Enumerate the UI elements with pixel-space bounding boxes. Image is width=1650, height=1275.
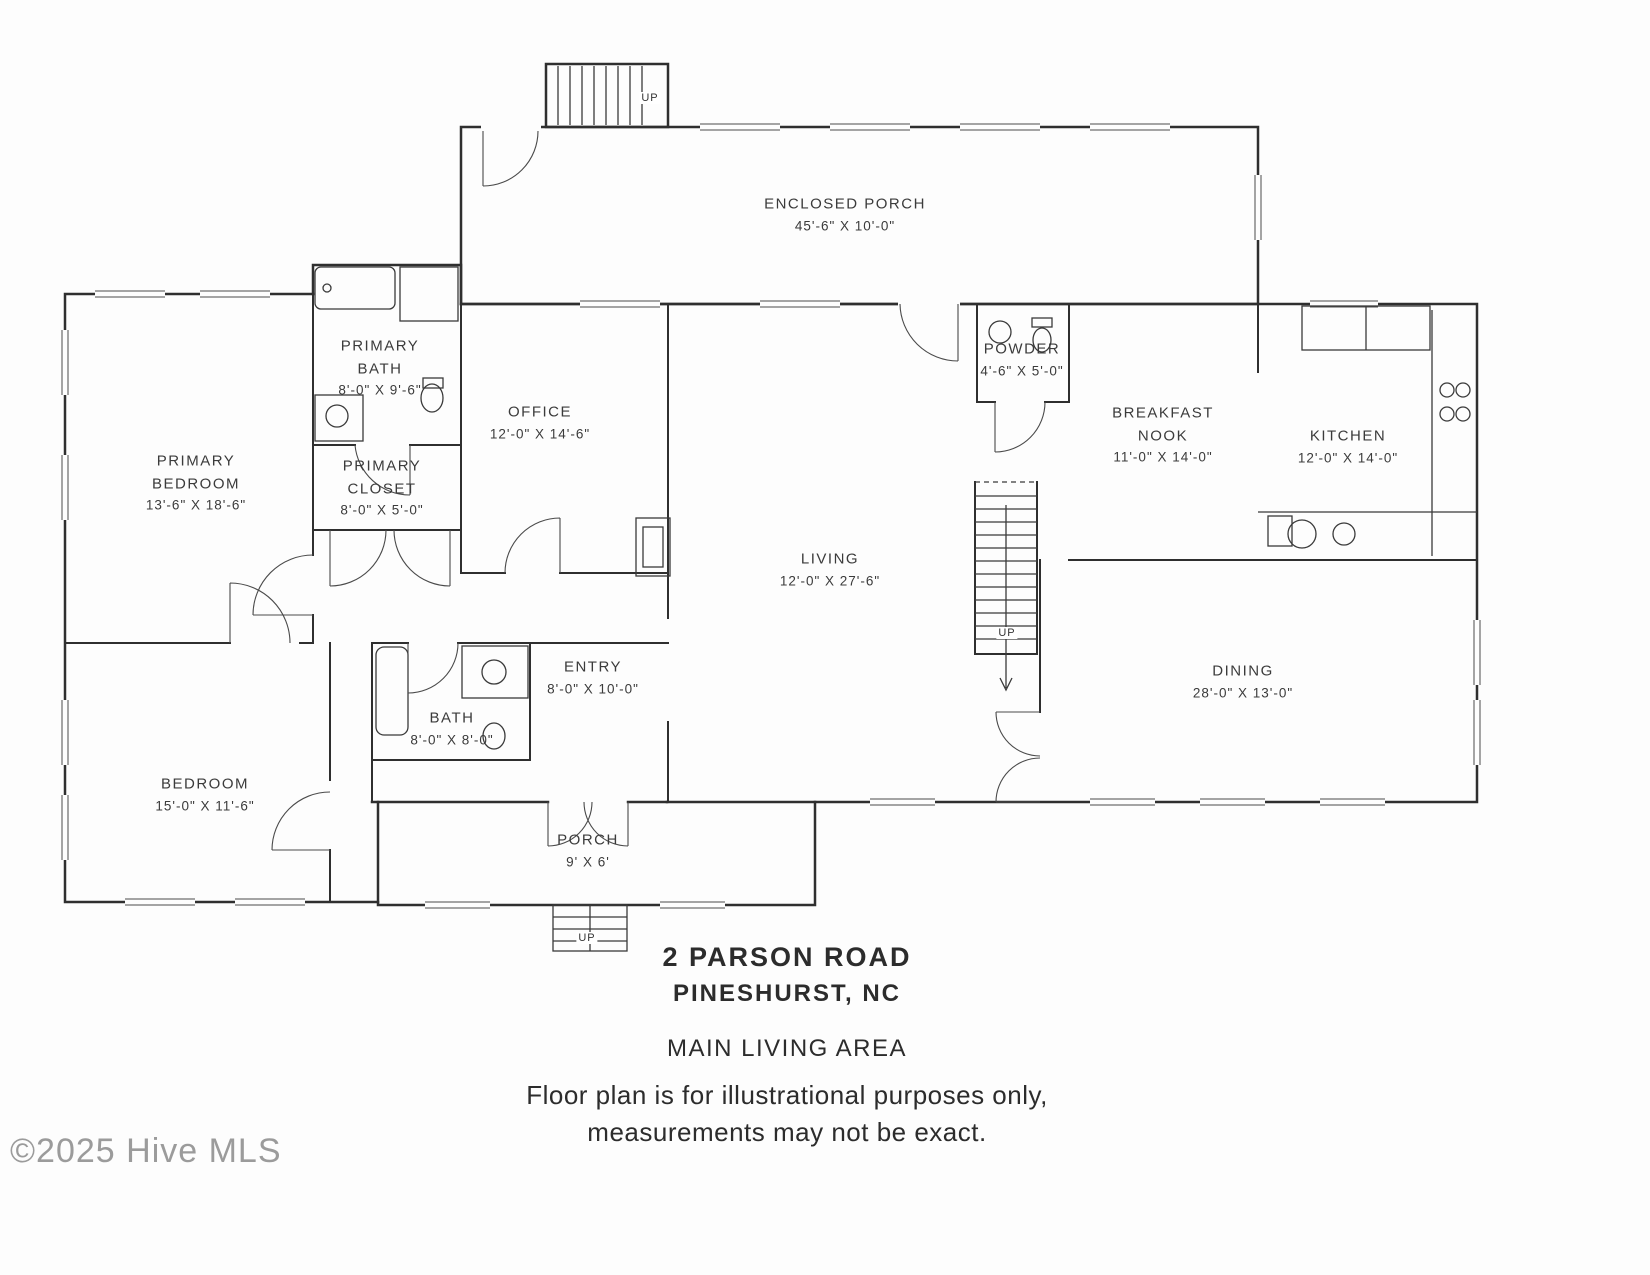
room-dims: 8'-0" X 10'-0" xyxy=(547,681,639,697)
room-name: LIVING xyxy=(800,550,860,568)
room-label-office: OFFICE 12'-0" X 14'-6" xyxy=(490,402,590,445)
room-label-living: LIVING 12'-0" X 27'-6" xyxy=(780,549,880,592)
room-dims: 45'-6" X 10'-0" xyxy=(794,218,896,234)
room-dims: 9' X 6' xyxy=(566,854,610,870)
room-name: ENTRY xyxy=(563,658,623,676)
stairs-up-label-bottom: UP xyxy=(576,932,598,944)
room-label-breakfast-nook: BREAKFAST NOOK 11'-0" X 14'-0" xyxy=(1093,402,1233,467)
room-name: DINING xyxy=(1212,662,1274,680)
stairs-up-label-top: UP xyxy=(639,92,661,104)
stairs-up-label-middle: UP xyxy=(996,627,1018,639)
room-dims: 8'-0" X 5'-0" xyxy=(340,502,424,518)
room-label-enclosed-porch: ENCLOSED PORCH 45'-6" X 10'-0" xyxy=(764,194,926,237)
room-dims: 15'-0" X 11'-6" xyxy=(155,798,255,814)
room-label-kitchen: KITCHEN 12'-0" X 14'-0" xyxy=(1298,426,1398,469)
room-dims: 13'-6" X 18'-6" xyxy=(145,497,247,513)
plan-subtitle: MAIN LIVING AREA xyxy=(666,1035,908,1062)
room-dims: 8'-0" X 8'-0" xyxy=(410,732,494,748)
room-label-bath: BATH 8'-0" X 8'-0" xyxy=(410,708,493,751)
room-label-porch: PORCH 9' X 6' xyxy=(557,830,619,873)
exterior-walls xyxy=(63,62,1479,907)
room-dims: 12'-0" X 14'-6" xyxy=(489,426,591,442)
room-label-bedroom: BEDROOM 15'-0" X 11'-6" xyxy=(155,774,254,817)
room-name: OFFICE xyxy=(507,403,572,421)
room-dims: 11'-0" X 14'-0" xyxy=(1113,449,1213,465)
room-label-primary-bath: PRIMARY BATH 8'-0" X 9'-6" xyxy=(325,335,435,400)
room-name: PRIMARY BEDROOM xyxy=(151,452,240,492)
room-name: PRIMARY CLOSET xyxy=(342,457,422,497)
disclaimer-line-2: measurements may not be exact. xyxy=(587,1117,987,1147)
address-line-2: PINESHURST, NC xyxy=(672,980,902,1007)
windows xyxy=(61,123,1481,909)
room-dims: 28'-0" X 13'-0" xyxy=(1192,685,1294,701)
room-dims: 12'-0" X 27'-6" xyxy=(779,573,881,589)
room-name: ENCLOSED PORCH xyxy=(764,195,926,213)
wall-openings xyxy=(60,122,1482,910)
room-name: BATH xyxy=(429,709,475,727)
room-name: PORCH xyxy=(557,831,619,849)
room-label-primary-bedroom: PRIMARY BEDROOM 13'-6" X 18'-6" xyxy=(131,450,261,515)
doors xyxy=(229,130,1046,851)
room-name: PRIMARY BATH xyxy=(340,337,420,377)
room-name: POWDER xyxy=(983,340,1061,358)
room-label-entry: ENTRY 8'-0" X 10'-0" xyxy=(547,657,639,700)
address-line-1: 2 PARSON ROAD xyxy=(662,942,912,972)
interior-walls xyxy=(64,293,1478,903)
room-dims: 4'-6" X 5'-0" xyxy=(980,363,1064,379)
room-dims: 8'-0" X 9'-6" xyxy=(338,382,422,398)
mls-watermark: ©2025 Hive MLS xyxy=(10,1132,282,1170)
room-label-primary-closet: PRIMARY CLOSET 8'-0" X 5'-0" xyxy=(322,455,442,520)
room-name: KITCHEN xyxy=(1309,427,1387,445)
fixtures xyxy=(314,266,1477,750)
room-label-powder: POWDER 4'-6" X 5'-0" xyxy=(980,339,1063,382)
room-name: BEDROOM xyxy=(160,775,250,793)
disclaimer-line-1: Floor plan is for illustrational purpose… xyxy=(526,1080,1048,1110)
room-dims: 12'-0" X 14'-0" xyxy=(1297,450,1399,466)
room-label-dining: DINING 28'-0" X 13'-0" xyxy=(1193,661,1293,704)
stairs-drawing xyxy=(552,66,1037,952)
room-name: BREAKFAST NOOK xyxy=(1112,404,1214,444)
